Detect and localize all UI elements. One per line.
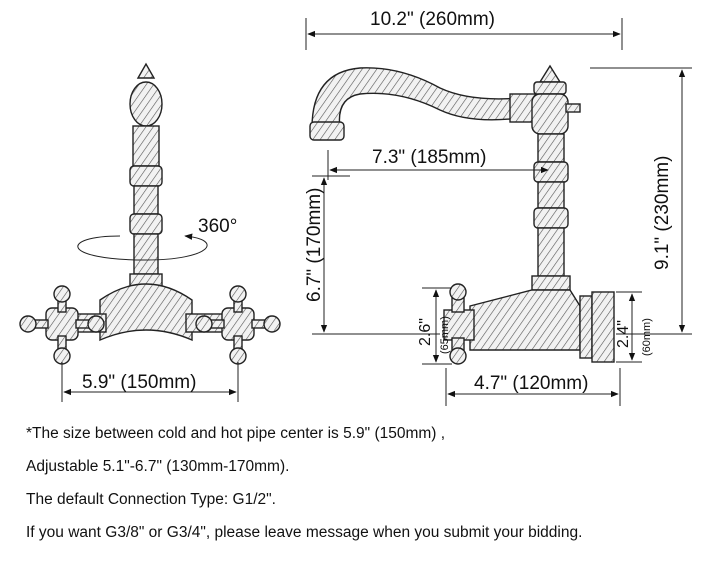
center-distance-label: 5.9" (150mm) <box>82 372 196 393</box>
note-center-distance: *The size between cold and hot pipe cent… <box>26 425 446 442</box>
handle-height-mm-label: (65mm) <box>439 316 451 354</box>
rotation-label: 360° <box>198 216 237 237</box>
outlet-height-dimension-line <box>312 175 440 335</box>
rotation-indicator <box>77 233 208 261</box>
outlet-height-label: 6.7" (170mm) <box>304 188 325 302</box>
note-connection-type: The default Connection Type: G1/2". <box>26 491 276 508</box>
flange-height-mm-label: (60mm) <box>641 318 653 356</box>
faucet-dimension-diagram: 360° 5.9" (150mm) <box>19 9 692 406</box>
flange-height-dimension-line <box>616 291 642 363</box>
notes-section: *The size between cold and hot pipe cent… <box>26 424 706 556</box>
overall-width-dimension-line <box>305 18 623 50</box>
depth-label: 4.7" (120mm) <box>474 373 588 394</box>
handle-height-dimension-line <box>422 287 452 365</box>
note-adjustable-range: Adjustable 5.1"-6.7" (130mm-170mm). <box>26 458 290 475</box>
handle-height-label: 2.6" <box>417 318 434 346</box>
front-view-faucet <box>19 62 281 365</box>
side-view-faucet <box>309 64 615 365</box>
flange-height-label: 2.4" <box>615 320 632 348</box>
spout-reach-dimension-line <box>327 150 549 180</box>
note-alternate-connection: If you want G3/8" or G3/4", please leave… <box>26 524 583 541</box>
depth-dimension-line <box>445 368 621 406</box>
center-distance-dimension-line <box>61 362 239 402</box>
total-height-label: 9.1" (230mm) <box>652 156 673 270</box>
total-height-dimension-line <box>590 67 692 335</box>
overall-width-label: 10.2" (260mm) <box>370 9 495 30</box>
spout-reach-label: 7.3" (185mm) <box>372 147 486 168</box>
